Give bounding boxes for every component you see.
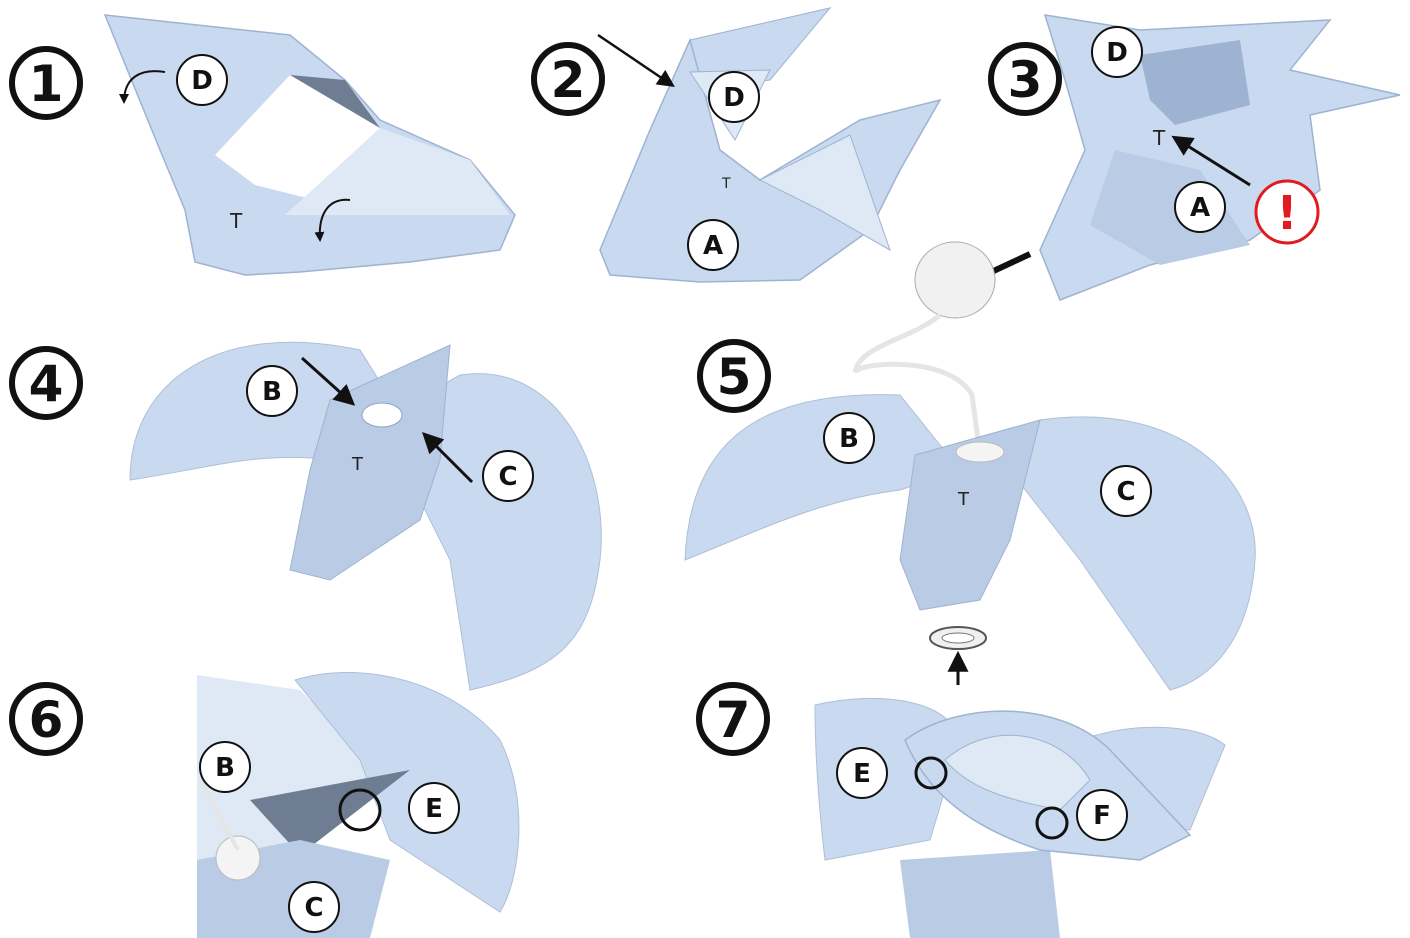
label-s7-f: F [1077, 790, 1127, 840]
step-number-3-text: 3 [1008, 51, 1043, 109]
step-1-t-mark: T [229, 209, 243, 233]
warning-badge-text: ! [1277, 186, 1298, 240]
driver-body [915, 242, 995, 318]
step-5-socket [956, 442, 1004, 462]
label-s6-c: C [289, 882, 339, 932]
label-s4-b-text: B [262, 377, 282, 407]
step-6-socket [216, 836, 260, 880]
label-s5-c-text: C [1116, 477, 1135, 507]
step-2-t-mark: T [721, 176, 731, 192]
label-s2-d: D [709, 72, 759, 122]
label-s5-c: C [1101, 466, 1151, 516]
step-2-figure: T [600, 8, 940, 282]
label-s1-d: D [177, 55, 227, 105]
step-3-t-mark: T [1152, 126, 1166, 150]
label-s7-f-text: F [1093, 801, 1111, 831]
label-s6-e: E [409, 783, 459, 833]
label-s3-d: D [1092, 27, 1142, 77]
step-5-ring-inner [942, 633, 974, 643]
step-1-figure: T [105, 15, 515, 275]
step-4-socket-hole [362, 403, 402, 427]
label-s5-b-text: B [839, 424, 859, 454]
label-s3-a: A [1175, 182, 1225, 232]
label-s2-d-text: D [723, 83, 745, 113]
step-2-arrow [598, 35, 672, 85]
step-number-2-text: 2 [551, 51, 586, 109]
step-number-4-text: 4 [29, 355, 64, 413]
step-number-7: 7 [699, 685, 767, 753]
step-number-1: 1 [12, 49, 80, 117]
label-s2-a: A [688, 220, 738, 270]
label-s6-b: B [200, 742, 250, 792]
step-number-5-text: 5 [717, 348, 752, 406]
label-s4-c: C [483, 451, 533, 501]
step-7-figure [815, 698, 1225, 938]
label-s5-b: B [824, 413, 874, 463]
label-s3-a-text: A [1190, 193, 1210, 223]
label-s2-a-text: A [703, 231, 723, 261]
label-s3-d-text: D [1106, 38, 1128, 68]
label-s6-e-text: E [425, 794, 443, 824]
step-number-3: 3 [991, 45, 1059, 113]
warning-badge: ! [1256, 181, 1318, 243]
label-s4-c-text: C [498, 462, 517, 492]
label-s6-b-text: B [215, 753, 235, 783]
step-7-tail [900, 850, 1060, 938]
step-number-6: 6 [12, 685, 80, 753]
step-4-figure: T [130, 342, 601, 690]
step-5-t-mark: T [957, 489, 970, 510]
label-s7-e: E [837, 748, 887, 798]
step-6-figure [197, 673, 519, 938]
step-number-5: 5 [700, 342, 768, 410]
step-number-6-text: 6 [29, 691, 64, 749]
label-s7-e-text: E [853, 759, 871, 789]
label-s6-c-text: C [304, 893, 323, 923]
step-number-7-text: 7 [716, 691, 751, 749]
step-4-t-mark: T [351, 454, 364, 475]
step-number-2: 2 [534, 45, 602, 113]
label-s4-b: B [247, 366, 297, 416]
step-number-1-text: 1 [29, 55, 64, 113]
label-s1-d-text: D [191, 66, 213, 96]
step-number-4: 4 [12, 349, 80, 417]
